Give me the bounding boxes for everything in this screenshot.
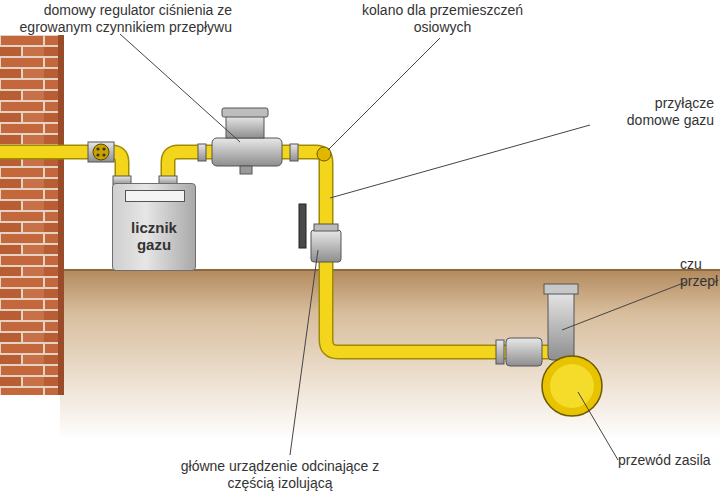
supply-main — [542, 356, 602, 416]
callout-label: domowy regulator ciśnienia ze egrowanym … — [0, 2, 232, 36]
callout-label: czu przepł — [680, 256, 720, 290]
callout-label: kolano dla przemieszczeń osiowych — [350, 2, 535, 36]
brick-wall — [0, 35, 64, 395]
callout-label: przewód zasila — [618, 452, 720, 469]
gas-meter: licznik gazu — [112, 183, 196, 271]
meter-label: licznik gazu — [123, 219, 185, 253]
meter-display — [125, 190, 185, 202]
ball-valve — [88, 142, 114, 162]
gas-pipe — [0, 152, 560, 352]
leader-lines — [120, 34, 686, 460]
shutoff-valve — [299, 204, 341, 262]
tee-fitting — [496, 284, 578, 366]
callout-label: główne urządzenie odcinające z częścią i… — [160, 458, 400, 492]
callout-label: przyłącze domowe gazu — [614, 95, 714, 129]
